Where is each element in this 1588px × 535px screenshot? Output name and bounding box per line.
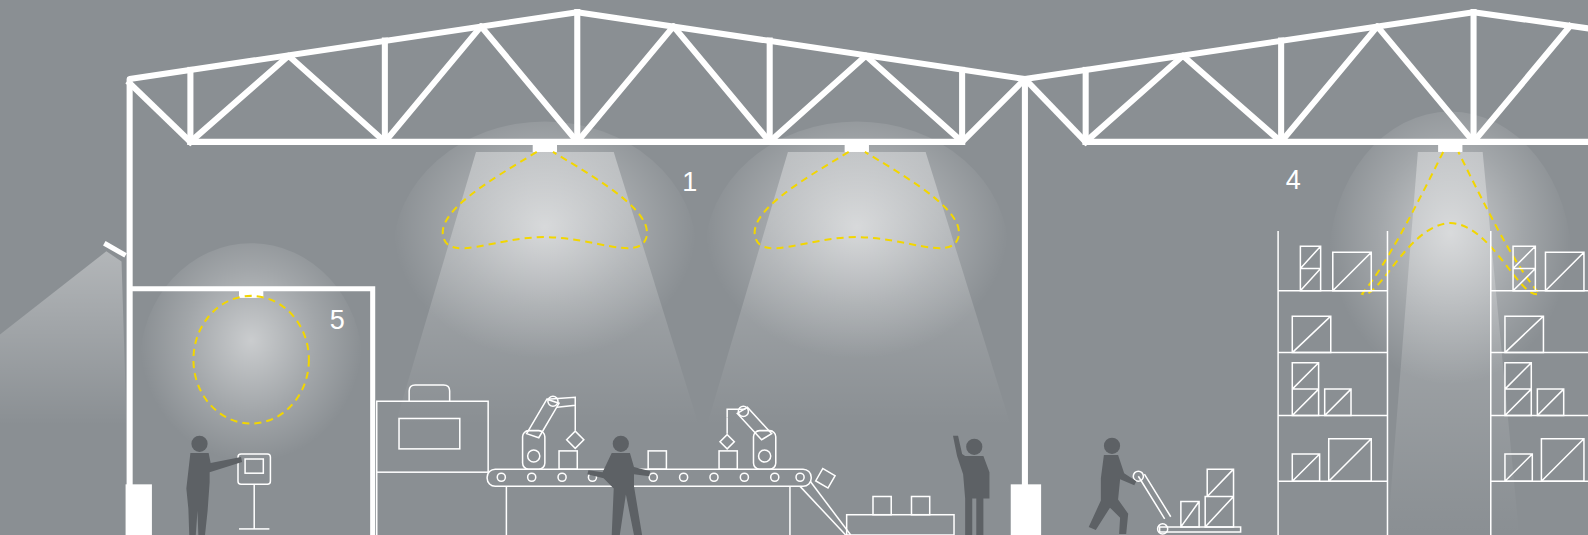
light-glow	[0, 111, 1572, 535]
wall-light	[104, 243, 125, 255]
callout-number: 5	[330, 307, 345, 334]
roof-truss	[130, 12, 1588, 535]
office-wall	[132, 289, 373, 535]
worker-silhouette	[186, 436, 1136, 535]
production-line	[238, 385, 954, 535]
light-distribution	[193, 152, 1539, 424]
shelving	[1133, 231, 1588, 535]
column-base	[126, 484, 1042, 535]
callout-number: 1	[682, 169, 697, 196]
callout-number: 4	[1286, 167, 1301, 194]
light-fixture	[239, 144, 1462, 298]
